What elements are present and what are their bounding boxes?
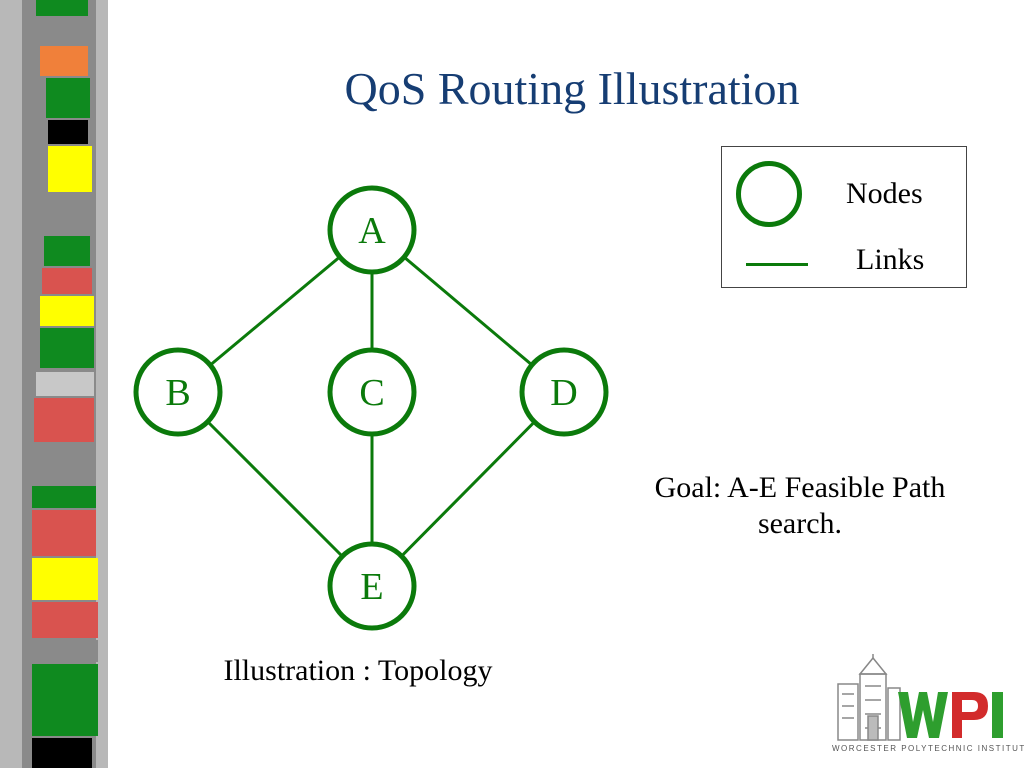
wpi-letter-w xyxy=(898,692,948,738)
nodes: A B C D E xyxy=(133,185,609,631)
node-a: A xyxy=(327,185,417,275)
wpi-letter-i xyxy=(992,692,1003,738)
legend-nodes-label: Nodes xyxy=(846,177,923,210)
node-b: B xyxy=(133,347,223,437)
building-sketch-icon xyxy=(837,654,901,741)
goal-text: Goal: A-E Feasible Path search. xyxy=(620,470,980,542)
decorative-sidebar xyxy=(0,0,108,768)
node-circle-icon xyxy=(736,161,802,227)
diagram-caption: Illustration : Topology xyxy=(223,654,493,687)
wpi-letter-p xyxy=(952,692,988,738)
sidebar-stripes xyxy=(0,0,108,768)
link-line-icon xyxy=(746,263,808,266)
node-a-label: A xyxy=(358,210,386,252)
slide-title: QoS Routing Illustration xyxy=(344,63,800,114)
node-c-label: C xyxy=(359,372,384,414)
node-d: D xyxy=(519,347,609,437)
wpi-wordmark xyxy=(898,692,1003,738)
link-d-e xyxy=(370,390,566,588)
node-d-label: D xyxy=(550,372,577,414)
legend-box: Nodes Links xyxy=(721,146,967,288)
logo-tagline: WORCESTER POLYTECHNIC INSTITUTE xyxy=(832,744,1024,753)
node-e: E xyxy=(327,541,417,631)
node-e-label: E xyxy=(360,566,383,608)
topology-diagram: A B C D E xyxy=(110,140,710,660)
goal-line-1: Goal: A-E Feasible Path xyxy=(654,471,946,504)
wpi-logo-graphic xyxy=(837,654,1003,741)
link-b-e xyxy=(176,390,374,588)
topology-svg: A B C D E xyxy=(133,185,609,631)
wpi-logo: WORCESTER POLYTECHNIC INSTITUTE xyxy=(832,654,1024,758)
goal-line-2: search. xyxy=(757,507,843,540)
legend-links-label: Links xyxy=(856,243,925,276)
node-b-label: B xyxy=(165,372,190,414)
node-c: C xyxy=(327,347,417,437)
